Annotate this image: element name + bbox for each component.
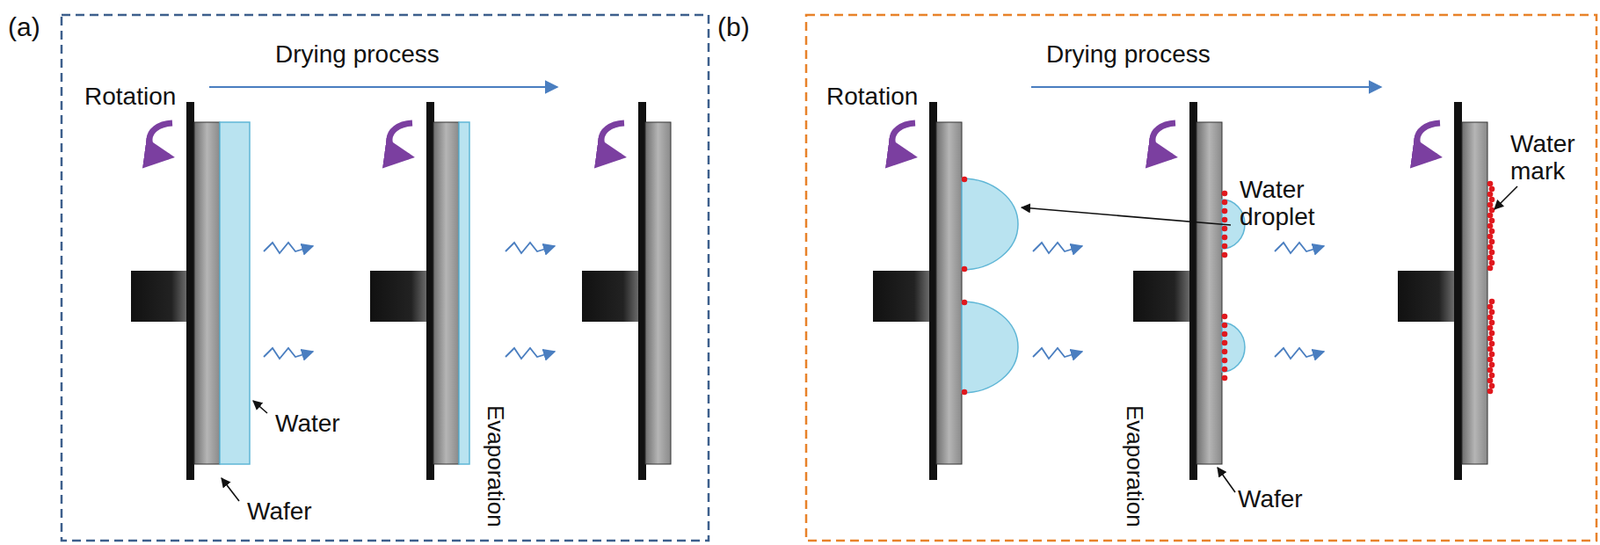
- wafer: [645, 122, 671, 465]
- particle: [1487, 202, 1494, 209]
- particle: [1221, 375, 1229, 382]
- rotation-arrow: [1417, 123, 1440, 157]
- particle: [1489, 260, 1496, 267]
- particle: [1489, 186, 1496, 193]
- label: (a): [7, 12, 41, 42]
- particle: [1487, 314, 1494, 321]
- evaporation-arrow: [505, 348, 555, 359]
- particle: [961, 266, 968, 273]
- panel-border: [61, 14, 709, 541]
- rotation-arrow: [389, 123, 413, 157]
- particle: [1221, 313, 1229, 320]
- chuck: [370, 270, 430, 322]
- particle: [1489, 196, 1496, 204]
- particle: [1489, 228, 1496, 235]
- chuck: [1397, 270, 1457, 322]
- particle: [1221, 190, 1229, 197]
- evaporation-arrow: [263, 242, 313, 254]
- evaporation-arrow: [1032, 348, 1083, 359]
- particle: [1221, 252, 1229, 259]
- evaporation-arrow: [1274, 242, 1324, 254]
- particle: [1487, 244, 1494, 251]
- particle: [1487, 181, 1494, 188]
- particle: [961, 176, 968, 183]
- particle: [1221, 199, 1229, 206]
- label: Rotation: [84, 83, 176, 111]
- chuck: [581, 270, 641, 322]
- particle: [961, 299, 968, 306]
- rotation-arrow: [892, 123, 916, 157]
- rotation-arrow: [1152, 123, 1176, 157]
- particle: [1487, 254, 1494, 262]
- label: Water droplet: [1239, 176, 1337, 232]
- chuck: [130, 270, 190, 322]
- plate: [186, 101, 195, 480]
- chuck: [1133, 270, 1193, 322]
- particle: [1221, 234, 1229, 241]
- panel-border: [806, 14, 1597, 541]
- particle: [1489, 309, 1496, 316]
- label: Drying process: [275, 41, 440, 69]
- particle: [1489, 320, 1496, 327]
- particle: [1489, 218, 1496, 225]
- particle: [1489, 207, 1496, 214]
- particle: [1221, 340, 1229, 347]
- evaporation-arrow: [263, 348, 313, 359]
- particle: [1221, 357, 1229, 364]
- particle: [1487, 212, 1494, 219]
- wafer: [433, 122, 459, 465]
- particle: [1489, 298, 1496, 306]
- label: Rotation: [826, 83, 918, 111]
- particle: [1221, 225, 1229, 233]
- wafer: [1196, 122, 1222, 465]
- particle: [1489, 372, 1496, 379]
- particle: [1487, 378, 1494, 385]
- particle: [961, 389, 968, 396]
- particle: [1489, 383, 1496, 390]
- label: Wafer: [1237, 486, 1303, 514]
- rotation-arrow: [601, 123, 625, 157]
- wafer: [936, 122, 962, 465]
- label: Evaporation: [482, 405, 509, 528]
- particle: [1221, 331, 1229, 338]
- evaporation-arrow: [1032, 242, 1083, 254]
- particle: [1487, 388, 1494, 395]
- particle: [1221, 208, 1229, 215]
- particle: [1487, 265, 1494, 272]
- particle: [1489, 341, 1496, 348]
- particle: [1489, 249, 1496, 256]
- particle: [1489, 239, 1496, 246]
- wafer: [194, 122, 220, 465]
- particle: [1487, 304, 1494, 311]
- particle: [1221, 243, 1229, 250]
- wafer: [1461, 122, 1488, 465]
- label: (b): [717, 12, 750, 42]
- particle: [1487, 325, 1494, 332]
- particle: [1487, 356, 1494, 364]
- particle: [1487, 367, 1494, 374]
- evaporation-arrow: [1274, 348, 1324, 359]
- particle: [1221, 322, 1229, 329]
- label: Water mark: [1510, 130, 1594, 186]
- particle: [1221, 217, 1229, 224]
- label: Water: [275, 410, 341, 438]
- particle: [1487, 233, 1494, 240]
- label: Drying process: [1046, 41, 1211, 69]
- particle: [1489, 362, 1496, 369]
- particle: [1487, 223, 1494, 230]
- particle: [1221, 349, 1229, 356]
- particle: [1487, 191, 1494, 198]
- chuck: [872, 270, 932, 322]
- particle: [1489, 330, 1496, 337]
- particle: [1487, 335, 1494, 342]
- particle: [1221, 366, 1229, 373]
- evaporation-arrow: [505, 242, 555, 254]
- particle: [1487, 346, 1494, 353]
- label: Evaporation: [1121, 405, 1148, 528]
- label: Wafer: [247, 498, 313, 526]
- rotation-arrow: [149, 123, 173, 157]
- plate: [1454, 101, 1462, 480]
- particle: [1489, 351, 1496, 358]
